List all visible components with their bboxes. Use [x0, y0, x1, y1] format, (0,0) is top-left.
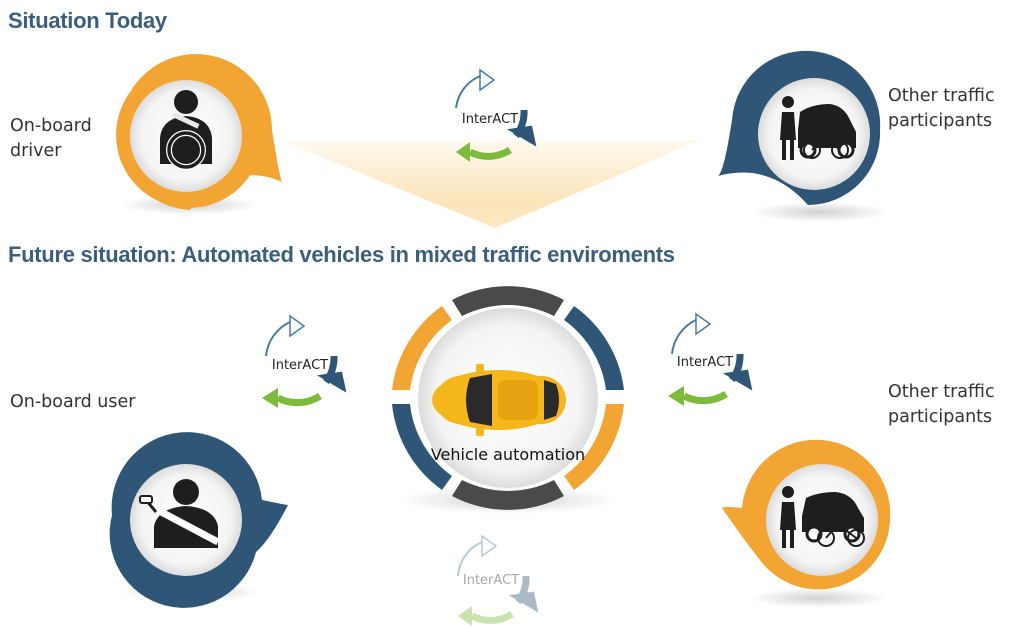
- heading-situation-today: Situation Today: [8, 8, 167, 33]
- driver-pin: [116, 54, 282, 215]
- future-user-pin: [109, 432, 288, 608]
- label-today-traffic-line2: participants: [888, 111, 993, 131]
- today-interact-cycle: InterACT: [455, 68, 537, 162]
- heading-future-situation: Future situation: Automated vehicles in …: [8, 242, 675, 267]
- future-right-cycle-label: InterACT: [677, 355, 733, 370]
- driver-with-steering-wheel-icon: [160, 90, 212, 170]
- label-onboard-user: On-board user: [10, 390, 135, 415]
- future-traffic-pin: [722, 439, 891, 608]
- future-bottom-interact-cycle: InterACT: [457, 534, 539, 626]
- label-future-traffic-line2: participants: [888, 407, 993, 427]
- future-pedestrian-car-bicycle-icon: [780, 486, 865, 548]
- today-cycle-label: InterACT: [462, 112, 518, 127]
- funnel-arrow: [280, 140, 700, 228]
- pedestrian-car-bicycle-icon: [780, 96, 856, 160]
- label-today-traffic: Other traffic participants: [888, 84, 995, 134]
- hub-label: Vehicle automation: [431, 445, 585, 464]
- future-left-interact-cycle: InterACT: [262, 314, 347, 408]
- label-onboard-driver-line2: driver: [10, 141, 62, 161]
- label-future-traffic-line1: Other traffic: [888, 382, 995, 402]
- vehicle-automation-hub: Vehicle automation: [392, 286, 624, 514]
- label-today-traffic-line1: Other traffic: [888, 86, 995, 106]
- future-bottom-cycle-label: InterACT: [463, 573, 519, 588]
- today-traffic-pin: [718, 50, 890, 222]
- seatbelt-passenger-icon: [139, 479, 220, 548]
- label-future-traffic: Other traffic participants: [888, 380, 995, 430]
- future-right-interact-cycle: InterACT: [668, 312, 753, 406]
- label-onboard-user-text: On-board user: [10, 392, 136, 412]
- label-onboard-driver: On-board driver: [10, 114, 92, 164]
- car-top-view-icon: [432, 364, 566, 436]
- future-left-cycle-label: InterACT: [272, 358, 328, 373]
- label-onboard-driver-line1: On-board: [10, 116, 92, 136]
